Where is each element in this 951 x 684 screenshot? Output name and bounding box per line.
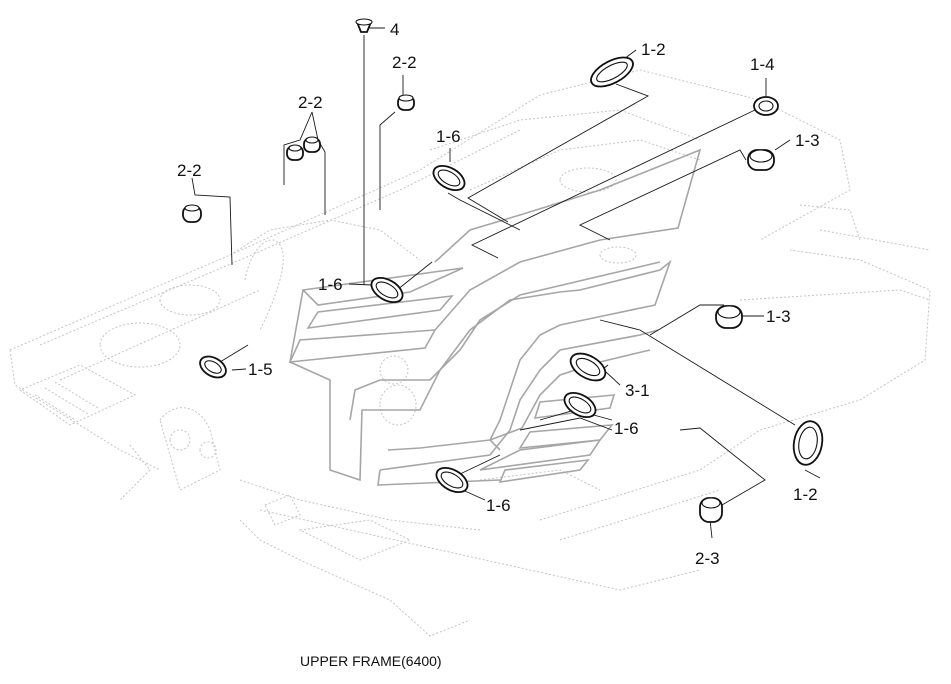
callout-1-4: 1-4 <box>750 55 775 74</box>
upper-frame-outline <box>9 69 931 637</box>
part-1-4-grommet <box>753 96 779 116</box>
callout-1-6-bottom: 1-6 <box>486 496 511 515</box>
callout-4: 4 <box>390 20 399 39</box>
callout-2-2-pair: 2-2 <box>298 93 323 112</box>
part-1-3-grommet-right <box>715 305 743 329</box>
part-3-1-grommet <box>569 352 607 382</box>
part-1-3-grommet-top <box>747 149 775 171</box>
part-1-6-grommet-right <box>563 391 597 419</box>
callout-1-6-mid: 1-6 <box>318 275 343 294</box>
diagram-caption: UPPER FRAME(6400) <box>300 653 442 669</box>
leader-lines <box>191 27 821 539</box>
callout-labels: 4 2-2 2-2 2-2 1-2 1-4 1-3 1-6 1-6 1-5 1-… <box>177 20 820 568</box>
callout-3-1: 3-1 <box>625 381 650 400</box>
callout-1-6-top: 1-6 <box>436 127 461 146</box>
part-2-2-grommet-top <box>397 94 415 111</box>
part-1-6-grommet-bottom <box>435 466 469 494</box>
callout-1-3-top: 1-3 <box>795 131 820 150</box>
callout-1-2-bottom: 1-2 <box>793 485 818 504</box>
callout-2-2-top: 2-2 <box>392 53 417 72</box>
part-4-plug <box>355 18 373 33</box>
part-2-2-grommet-pair <box>286 136 321 161</box>
part-2-3-grommet <box>699 497 723 523</box>
callout-1-3-right: 1-3 <box>766 307 791 326</box>
callout-2-2-left: 2-2 <box>177 161 202 180</box>
callout-2-3: 2-3 <box>695 549 720 568</box>
part-1-6-grommet-mid <box>370 276 404 304</box>
part-1-2-grommet-top <box>590 56 634 88</box>
callout-1-2-top: 1-2 <box>641 40 666 59</box>
callout-1-5: 1-5 <box>248 360 273 379</box>
part-1-2-grommet-bottom <box>792 420 824 466</box>
callout-1-6-right: 1-6 <box>614 419 639 438</box>
part-1-6-grommet-top <box>432 164 466 192</box>
part-1-5-grommet <box>199 355 227 379</box>
part-2-2-grommet-left <box>182 204 202 223</box>
